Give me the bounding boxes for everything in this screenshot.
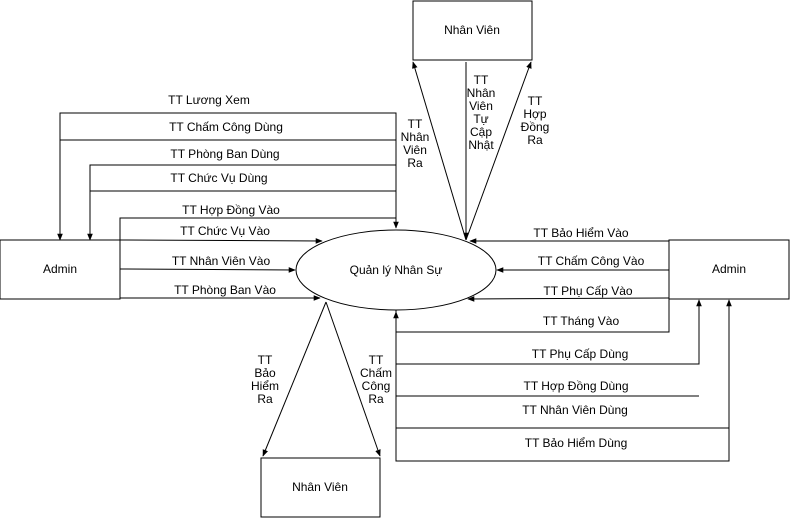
flow-line-chuc-vu-dung bbox=[90, 190, 397, 227]
flow-label-line: Đồng bbox=[521, 120, 550, 134]
flow-arrow-hop-dong-ra bbox=[465, 61, 532, 241]
entity-label: Nhân Viên bbox=[292, 480, 348, 494]
flow-arrow-phu-cap-vao bbox=[467, 296, 670, 302]
flow-label-chuc-vu-dung: TT Chức Vụ Dùng bbox=[170, 171, 267, 185]
flow-label-line: Ra bbox=[407, 156, 423, 170]
flow-arrow-bao-hiem-dung bbox=[395, 299, 732, 462]
entity-employee-top[interactable]: Nhân Viên bbox=[412, 0, 533, 61]
flow-label-line: Hợp bbox=[523, 107, 547, 121]
flow-label-phong-ban-dung: TT Phòng Ban Dùng bbox=[170, 147, 279, 161]
flow-label-phu-cap-vao: TT Phụ Cấp Vào bbox=[543, 284, 632, 298]
flow-label-line: Ra bbox=[257, 392, 273, 406]
flow-label-phong-ban-vao: TT Phòng Ban Vào bbox=[174, 283, 276, 297]
flow-label-line: TT bbox=[528, 94, 543, 108]
flow-label-luong-xem: TT Lương Xem bbox=[168, 93, 250, 107]
entity-employee-bottom[interactable]: Nhân Viên bbox=[260, 457, 381, 518]
flow-arrow-chuc-vu-vao bbox=[119, 238, 323, 244]
flow-label-line: Viên bbox=[403, 143, 427, 157]
flow-arrow-phu-cap-dung bbox=[395, 299, 702, 365]
flow-label-line: Ra bbox=[527, 133, 543, 147]
flow-label-line: Ra bbox=[368, 392, 384, 406]
flow-label-bao-hiem-dung: TT Bảo Hiểm Dùng bbox=[525, 436, 628, 450]
flow-label-line: TT bbox=[369, 353, 384, 367]
flow-arrow-cham-cong-ra bbox=[325, 301, 381, 457]
flow-arrow-bao-hiem-ra bbox=[262, 301, 327, 457]
process-label: Quản lý Nhân Sự bbox=[350, 263, 443, 277]
flow-arrow-hop-dong-vao bbox=[119, 217, 399, 240]
flow-label-nhan-vien-dung: TT Nhân Viên Dùng bbox=[522, 403, 628, 417]
process-hr-management[interactable]: Quản lý Nhân Sự bbox=[295, 229, 497, 311]
flow-label-line: Chấm bbox=[360, 366, 392, 380]
flow-label-hop-dong-dung: TT Hợp Đồng Dùng bbox=[523, 379, 628, 393]
flow-label-line: Nhật bbox=[468, 138, 494, 152]
flow-label-nhan-vien-vao: TT Nhân Viên Vào bbox=[172, 254, 271, 268]
flow-label-line: Cập bbox=[470, 125, 492, 139]
flow-label-line: Nhân bbox=[401, 130, 430, 144]
entity-admin-left[interactable]: Admin bbox=[0, 239, 121, 300]
flow-arrow-nhan-vien-ra bbox=[412, 61, 467, 241]
flow-arrow-nhan-vien-vao bbox=[119, 267, 296, 273]
flow-label-cham-cong-vao: TT Chấm Công Vào bbox=[538, 254, 645, 268]
flow-labels: TT Lương Xem TT Chấm Công Dùng TT Phòng … bbox=[168, 93, 644, 450]
flow-label-line: TT bbox=[258, 353, 273, 367]
flow-label-line: Viên bbox=[469, 99, 493, 113]
entity-label: Admin bbox=[712, 262, 746, 276]
flow-label-chuc-vu-vao: TT Chức Vụ Vào bbox=[180, 224, 270, 238]
flow-label-cham-cong-dung: TT Chấm Công Dùng bbox=[169, 120, 283, 134]
flow-label-phu-cap-dung: TT Phụ Cấp Dùng bbox=[532, 347, 629, 361]
flow-label-line: Nhân bbox=[467, 86, 496, 100]
flow-label-line: Công bbox=[362, 379, 391, 393]
flow-label-line: TT bbox=[474, 73, 489, 87]
flow-label-thang-vao: TT Tháng Vào bbox=[543, 314, 620, 328]
flow-label-line: Tự bbox=[473, 112, 488, 126]
entity-label: Nhân Viên bbox=[444, 23, 500, 37]
flow-label-line: TT bbox=[408, 117, 423, 131]
flow-label-line: Hiểm bbox=[251, 379, 279, 393]
flow-label-line: Bảo bbox=[254, 366, 276, 380]
entity-label: Admin bbox=[43, 262, 77, 276]
entity-admin-right[interactable]: Admin bbox=[668, 239, 790, 300]
flow-label-bao-hiem-vao: TT Bảo Hiểm Vào bbox=[533, 226, 628, 240]
flow-label-hop-dong-vao: TT Hợp Đồng Vào bbox=[182, 203, 280, 217]
